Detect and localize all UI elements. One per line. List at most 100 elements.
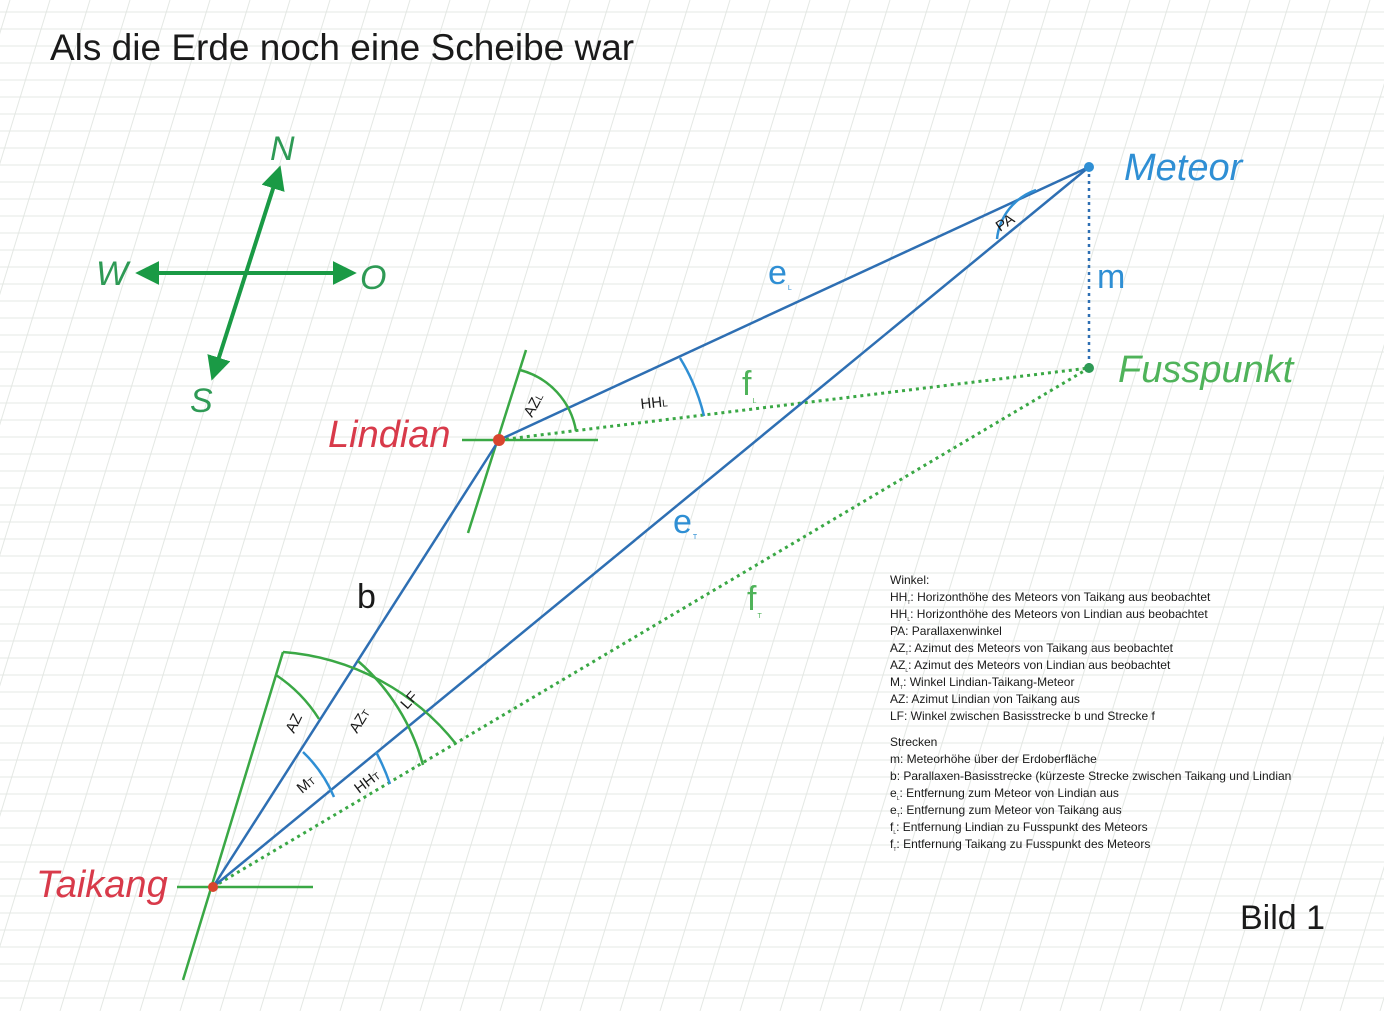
- label-f-lindian-base: f: [742, 365, 752, 403]
- label-segment-f-taikang: fT: [747, 580, 762, 620]
- legend-winkel-description: : Parallaxenwinkel: [905, 624, 1002, 638]
- grid-line: [579, 0, 891, 1011]
- legend-strecken-row: fT: Entfernung Taikang zu Fusspunkt des …: [890, 837, 1150, 853]
- legend-strecken-symbol: e: [890, 803, 897, 817]
- grid-line: [99, 0, 411, 1011]
- arc-az-lindian: [519, 368, 578, 432]
- grid-line: [0, 0, 171, 557]
- legend-winkel-subscript: T: [907, 600, 910, 606]
- grid-line: [979, 0, 1291, 1011]
- grid-line: [1059, 0, 1371, 1011]
- label-segment-m: m: [1097, 258, 1125, 296]
- grid-line: [659, 0, 971, 1011]
- label-segment-f-lindian: fL: [742, 365, 756, 405]
- legend-strecken-subscript: L: [897, 796, 900, 802]
- legend-winkel-row: HHT: Horizonthöhe des Meteors von Taikan…: [890, 590, 1211, 606]
- label-hh-lindian-sub: L: [662, 398, 669, 410]
- arc-az-taikang: [282, 650, 457, 745]
- taikang-north-axis: [181, 651, 285, 981]
- grid-line: [179, 0, 491, 1011]
- point-meteor: [1084, 162, 1094, 172]
- label-angle-az-lindian: AZL: [521, 390, 548, 420]
- grid-line: [219, 0, 531, 1011]
- legend-winkel-row: AZT: Azimut des Meteors von Taikang aus …: [890, 641, 1174, 657]
- grid-line: [739, 0, 1051, 1011]
- grid-line: [0, 0, 211, 687]
- label-hh-lindian-base: HH: [640, 394, 663, 413]
- legend-winkel-description: : Winkel Lindian-Taikang-Meteor: [903, 675, 1074, 689]
- grid-line: [1099, 83, 1384, 1011]
- legend-winkel-row: PA: Parallaxenwinkel: [890, 624, 1002, 638]
- line-e-lindian: [498, 165, 1090, 442]
- points: [208, 162, 1094, 892]
- legend-strecken-description: : Entfernung zum Meteor von Lindian aus: [899, 786, 1118, 800]
- label-m-taikang-sub: T: [306, 776, 318, 788]
- grid-line: [1299, 735, 1384, 1011]
- legend-strecken-symbol: e: [890, 786, 897, 800]
- label-segment-b: b: [357, 578, 376, 616]
- legend-strecken-symbol: f: [890, 837, 894, 851]
- legend-strecken-row: eL: Entfernung zum Meteor von Lindian au…: [890, 786, 1119, 802]
- grid-line: [1019, 0, 1331, 1011]
- legend-strecken-description: : Entfernung Lindian zu Fusspunkt des Me…: [896, 820, 1147, 834]
- line-e-taikang: [212, 166, 1090, 888]
- page-title: Als die Erde noch eine Scheibe war: [50, 27, 634, 68]
- legend-winkel-symbol: PA: [890, 624, 905, 638]
- grid-line: [1259, 604, 1384, 1011]
- legend-winkel-symbol: HH: [890, 607, 907, 621]
- legend-strecken-description: : Meteorhöhe über der Erdoberfläche: [900, 752, 1097, 766]
- line-f-lindian: [498, 366, 1090, 442]
- grid-line: [819, 0, 1131, 1011]
- legend-winkel-row: AZ: Azimut Lindian von Taikang aus: [890, 692, 1080, 706]
- grid-line: [299, 0, 611, 1011]
- legend-winkel-symbol: AZ: [890, 641, 905, 655]
- legend-winkel-subscript: T: [905, 651, 908, 657]
- grid-line: [139, 0, 451, 1011]
- grid-line: [0, 0, 91, 296]
- line-f-taikang: [212, 366, 1090, 889]
- legend-strecken-symbol: m: [890, 752, 900, 766]
- label-f-lindian-sub: L: [752, 398, 756, 405]
- legend-winkel-row: AZL: Azimut des Meteors von Lindian aus …: [890, 658, 1171, 674]
- arc-m-taikang: [302, 751, 336, 798]
- legend-winkel-description: : Azimut Lindian von Taikang aus: [905, 692, 1080, 706]
- legend-strecken-heading: Strecken: [890, 735, 937, 749]
- compass-label-east: O: [360, 259, 386, 297]
- angle-arcs: [275, 188, 1037, 798]
- grid-line: [699, 0, 1011, 1011]
- legend-winkel-symbol: HH: [890, 590, 907, 604]
- point-taikang: [208, 882, 218, 892]
- arc-lf: [357, 660, 425, 766]
- legend-strecken-description: : Entfernung zum Meteor von Taikang aus: [900, 803, 1122, 817]
- label-segment-e-taikang: eT: [673, 503, 698, 541]
- legend-winkel-symbol: LF: [890, 709, 904, 723]
- point-lindian: [493, 434, 505, 446]
- grid-line: [539, 0, 851, 1011]
- legend-strecken-subscript: L: [893, 830, 896, 836]
- grid-line: [619, 0, 931, 1011]
- legend-strecken-row: fL: Entfernung Lindian zu Fusspunkt des …: [890, 820, 1148, 836]
- label-angle-az: AZ: [282, 711, 306, 736]
- grid-line: [779, 0, 1091, 1011]
- label-lindian: Lindian: [328, 414, 451, 456]
- label-taikang: Taikang: [36, 864, 168, 906]
- legend-winkel-row: HHL: Horizonthöhe des Meteors von Lindia…: [890, 607, 1208, 623]
- label-angle-az-taikang: AZT: [346, 706, 374, 736]
- label-f-taikang-sub: T: [757, 613, 762, 620]
- arc-hh-taikang: [374, 751, 392, 785]
- figure-label: Bild 1: [1240, 899, 1325, 937]
- label-segment-e-lindian: eL: [768, 254, 792, 292]
- label-e-taikang-sub: T: [693, 534, 698, 541]
- legend-strecken-symbol: b: [890, 769, 897, 783]
- grid-line: [379, 0, 691, 1011]
- legend-strecken-subscript: T: [897, 813, 900, 819]
- legend-winkel-description: : Horizonthöhe des Meteors von Lindian a…: [910, 607, 1208, 621]
- label-hh-taikang-sub: T: [371, 771, 382, 783]
- grid-line: [899, 0, 1211, 1011]
- label-e-lindian-base: e: [768, 254, 787, 292]
- label-fusspunkt: Fusspunkt: [1118, 349, 1295, 391]
- legend-strecken-row: b: Parallaxen-Basisstrecke (kürzeste Str…: [890, 769, 1291, 783]
- legend-winkel-row: LF: Winkel zwischen Basisstrecke b und S…: [890, 709, 1155, 723]
